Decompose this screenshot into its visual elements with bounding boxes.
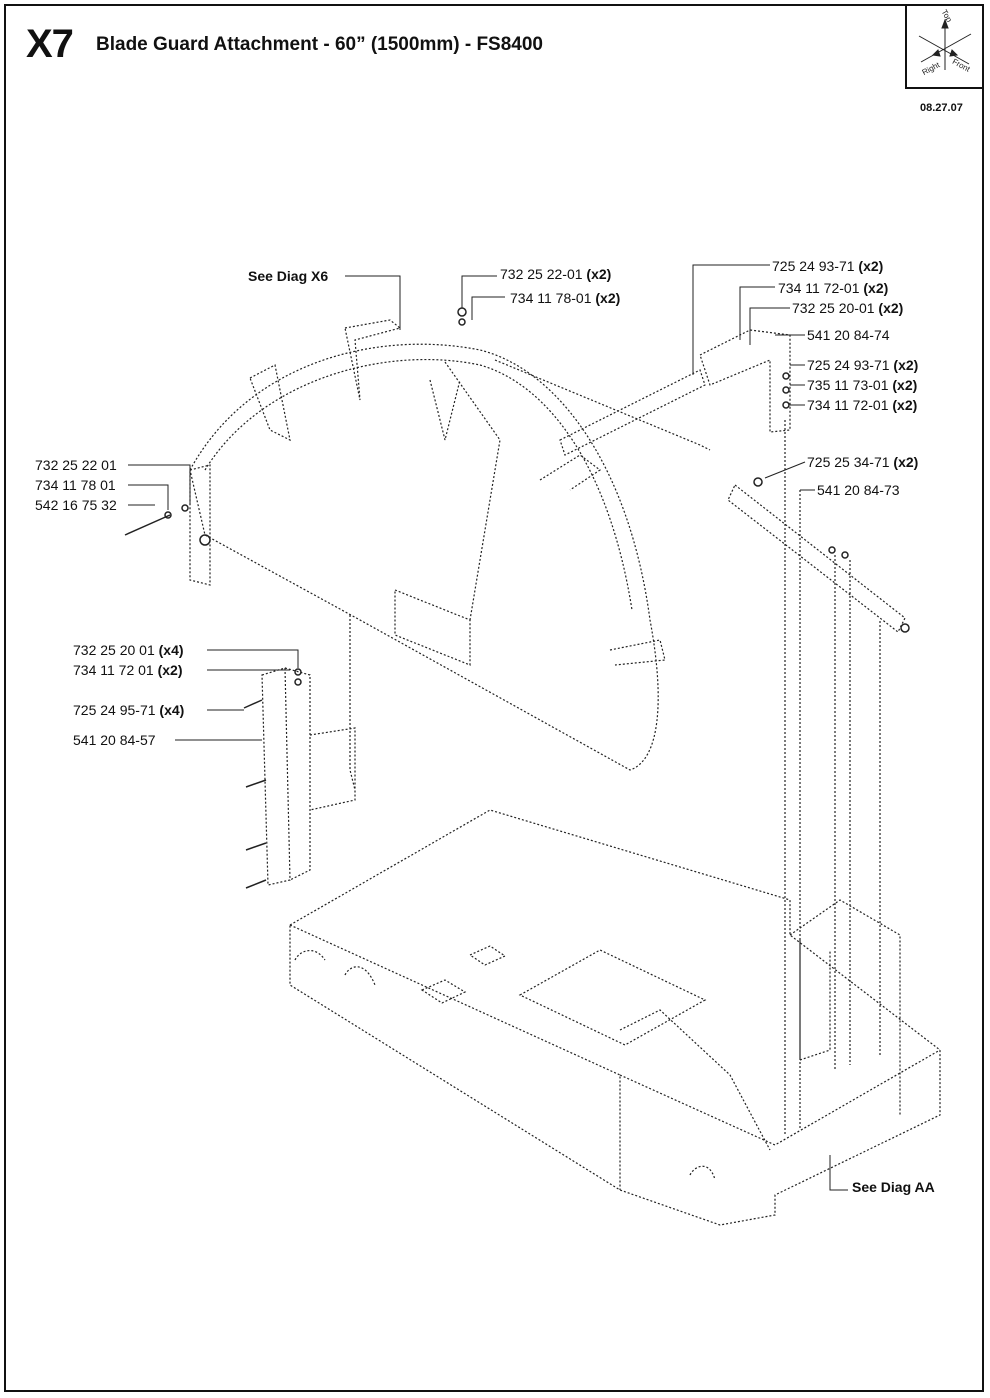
callout-label: 734 11 72-01 (x2) bbox=[807, 397, 918, 413]
bolt-542-16-75-32 bbox=[124, 514, 171, 536]
callout-label: 725 24 93-71 (x2) bbox=[807, 357, 919, 373]
callout-label: 734 11 78 01 bbox=[35, 477, 116, 493]
ref-see-diag-aa[interactable]: See Diag AA bbox=[852, 1179, 935, 1195]
callout-label: 732 25 22 01 bbox=[35, 457, 117, 473]
callout-label: 725 24 93-71 (x2) bbox=[772, 258, 884, 274]
callout-label: 734 11 72-01 (x2) bbox=[778, 280, 889, 296]
callout-label: 732 25 20-01 (x2) bbox=[792, 300, 904, 316]
bracket-541-20-84-57 bbox=[261, 667, 291, 886]
callout-label: 541 20 84-57 bbox=[73, 732, 156, 748]
page-frame bbox=[4, 4, 984, 1392]
callout-label: 732 25 22-01 (x2) bbox=[500, 266, 612, 282]
callout-label: 735 11 73-01 (x2) bbox=[807, 377, 918, 393]
orientation-axes-icon: Top Right Front bbox=[918, 8, 972, 77]
saw-base-frame bbox=[289, 809, 941, 1226]
blade-guard bbox=[189, 343, 659, 771]
revision-date: 08.27.07 bbox=[920, 102, 963, 114]
callout-label: 734 11 78-01 (x2) bbox=[510, 290, 621, 306]
callout-label: 734 11 72 01 (x2) bbox=[73, 662, 183, 678]
ref-see-diag-x6[interactable]: See Diag X6 bbox=[248, 268, 329, 284]
bracket-541-20-84-74 bbox=[699, 329, 791, 433]
upper-strut bbox=[494, 359, 711, 451]
callout-label: 725 25 34-71 (x2) bbox=[807, 454, 919, 470]
callout-label: 725 24 95-71 (x4) bbox=[73, 702, 185, 718]
orientation-box: Top Right Front bbox=[905, 4, 984, 89]
diagram-code: X7 bbox=[26, 22, 74, 66]
callout-label: 541 20 84-73 bbox=[817, 482, 900, 498]
callout-label: 732 25 20 01 (x4) bbox=[73, 642, 184, 658]
callout-label: 542 16 75 32 bbox=[35, 497, 117, 513]
diagram-title: Blade Guard Attachment - 60” (1500mm) - … bbox=[96, 34, 543, 55]
callout-label: 541 20 84-74 bbox=[807, 327, 890, 343]
long-strut bbox=[727, 484, 906, 633]
